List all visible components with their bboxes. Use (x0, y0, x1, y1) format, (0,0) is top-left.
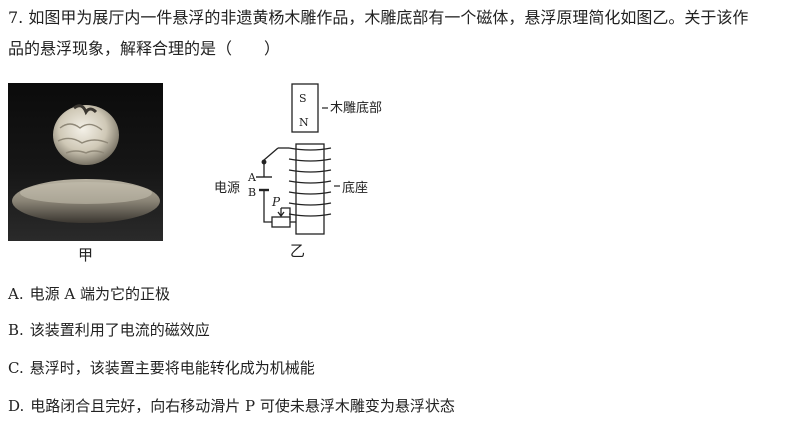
power-source-terminals: A B (247, 171, 272, 199)
slider-p-label: P (271, 195, 281, 209)
option-b-text: 该装置利用了电流的磁效应 (29, 321, 210, 339)
option-c-letter: C. (8, 359, 24, 377)
photo-levitating-wood-carving (8, 83, 163, 241)
option-d-text: 电路闭合且完好，向右移动滑片 P 可使未悬浮木雕变为悬浮状态 (30, 397, 455, 415)
option-c-text: 悬浮时，该装置主要将电能转化成为机械能 (29, 359, 315, 377)
option-a[interactable]: A. 电源 A 端为它的正极 (8, 284, 170, 304)
question-stem-line-2: 品的悬浮现象，解释合理的是（ ） (8, 39, 281, 58)
base-coil (288, 143, 340, 235)
option-d-letter: D. (8, 397, 25, 415)
figure-a-caption: 甲 (78, 246, 94, 264)
option-c[interactable]: C. 悬浮时，该装置主要将电能转化成为机械能 (8, 358, 315, 378)
carving-ball (53, 104, 119, 165)
terminal-b-label: B (248, 186, 256, 199)
magnetic-base (12, 179, 160, 223)
label-carving-bottom: 木雕底部 (330, 100, 382, 115)
magnet-s-label: S (299, 92, 307, 105)
option-b-letter: B. (8, 321, 24, 339)
terminal-a-label: A (247, 171, 257, 184)
label-power-source: 电源 (214, 180, 240, 195)
option-a-letter: A. (8, 285, 24, 303)
magnet-n-label: N (299, 116, 309, 129)
figure-b-caption: 乙 (290, 243, 305, 260)
circuit-diagram: S N 木雕底部 底座 A B 电源 (212, 82, 412, 271)
option-d[interactable]: D. 电路闭合且完好，向右移动滑片 P 可使未悬浮木雕变为悬浮状态 (8, 396, 455, 416)
magnet-block: S N (291, 83, 328, 133)
label-base: 底座 (342, 180, 368, 195)
option-a-text: 电源 A 端为它的正极 (29, 285, 170, 303)
option-b[interactable]: B. 该装置利用了电流的磁效应 (8, 320, 210, 340)
circuit-wires (261, 147, 296, 228)
question-stem-line-1: 7. 如图甲为展厅内一件悬浮的非遗黄杨木雕作品，木雕底部有一个磁体，悬浮原理简化… (8, 8, 749, 27)
